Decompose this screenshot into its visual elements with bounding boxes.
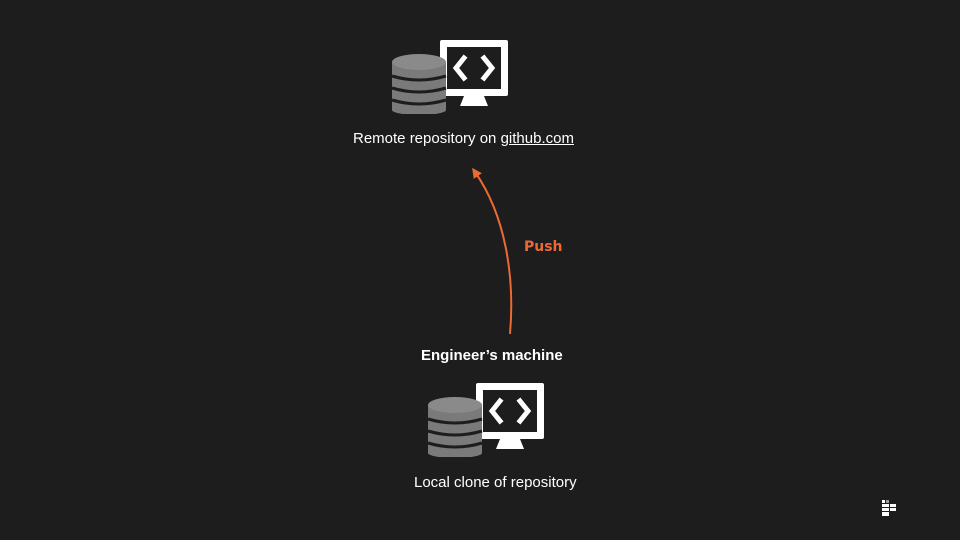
brand-logo-icon (882, 500, 896, 516)
monitor-icon (476, 383, 544, 449)
push-edge-label: Push (524, 239, 563, 255)
remote-repository-label: Remote repository on github.com (353, 130, 574, 148)
monitor-icon (440, 40, 508, 106)
remote-repository-icon (391, 40, 508, 114)
database-icon (427, 397, 483, 457)
github-link[interactable]: github.com (500, 130, 574, 147)
database-icon (391, 54, 447, 114)
local-clone-icon (427, 383, 544, 457)
remote-label-prefix: Remote repository on (353, 130, 501, 147)
engineers-machine-label: Engineer’s machine (421, 347, 563, 364)
local-clone-label: Local clone of repository (414, 474, 577, 491)
